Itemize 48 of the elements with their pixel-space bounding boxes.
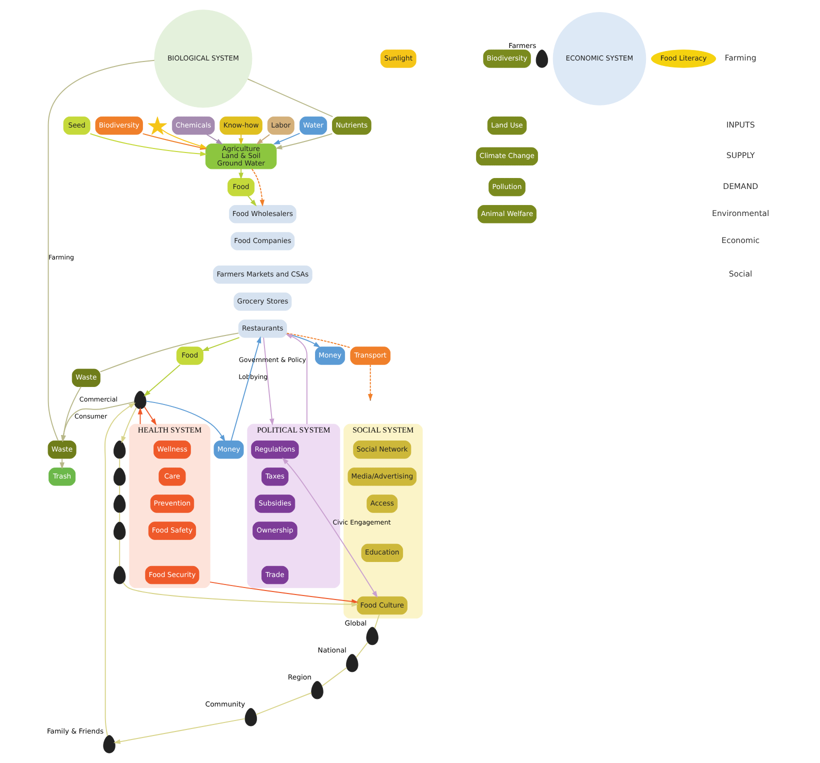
connector bbox=[374, 614, 380, 629]
node-person bbox=[113, 522, 126, 540]
arrow bbox=[144, 364, 181, 396]
connector bbox=[322, 667, 348, 686]
arrow bbox=[273, 132, 300, 144]
arrow bbox=[230, 336, 262, 442]
arrow bbox=[121, 406, 137, 444]
node-picture bbox=[148, 116, 167, 135]
arrow bbox=[263, 337, 274, 426]
arrow bbox=[210, 582, 358, 604]
connector bbox=[247, 78, 334, 118]
arrow bbox=[138, 407, 143, 425]
arrow bbox=[202, 337, 240, 351]
connector bbox=[119, 458, 120, 468]
arrow bbox=[60, 458, 64, 470]
arrow bbox=[144, 406, 157, 426]
node-person bbox=[366, 626, 378, 646]
arrow bbox=[206, 134, 223, 145]
connector bbox=[256, 692, 312, 716]
arrow bbox=[248, 195, 257, 206]
connector bbox=[286, 332, 351, 348]
node-person bbox=[536, 50, 548, 68]
node-person bbox=[113, 440, 126, 459]
arrow bbox=[113, 718, 246, 744]
arrow bbox=[275, 133, 333, 150]
connector bbox=[119, 485, 120, 496]
node-person bbox=[113, 566, 126, 584]
arrow bbox=[368, 364, 373, 401]
node-person bbox=[244, 708, 257, 726]
arrow bbox=[251, 168, 265, 207]
arrow bbox=[282, 458, 378, 598]
arrow bbox=[104, 402, 136, 736]
node-person bbox=[103, 735, 116, 754]
node-person bbox=[113, 494, 126, 513]
connector bbox=[100, 332, 239, 372]
arrow bbox=[256, 134, 270, 145]
connector bbox=[119, 539, 120, 567]
node-person bbox=[134, 390, 146, 410]
arrow bbox=[122, 582, 358, 607]
arrow bbox=[161, 128, 208, 148]
arrow bbox=[286, 333, 321, 348]
node-person bbox=[346, 654, 358, 672]
node-person bbox=[113, 468, 126, 486]
node-person bbox=[311, 680, 324, 700]
connector bbox=[356, 642, 368, 658]
arrow bbox=[146, 400, 226, 442]
connector bbox=[119, 512, 120, 522]
arrow bbox=[285, 334, 308, 425]
